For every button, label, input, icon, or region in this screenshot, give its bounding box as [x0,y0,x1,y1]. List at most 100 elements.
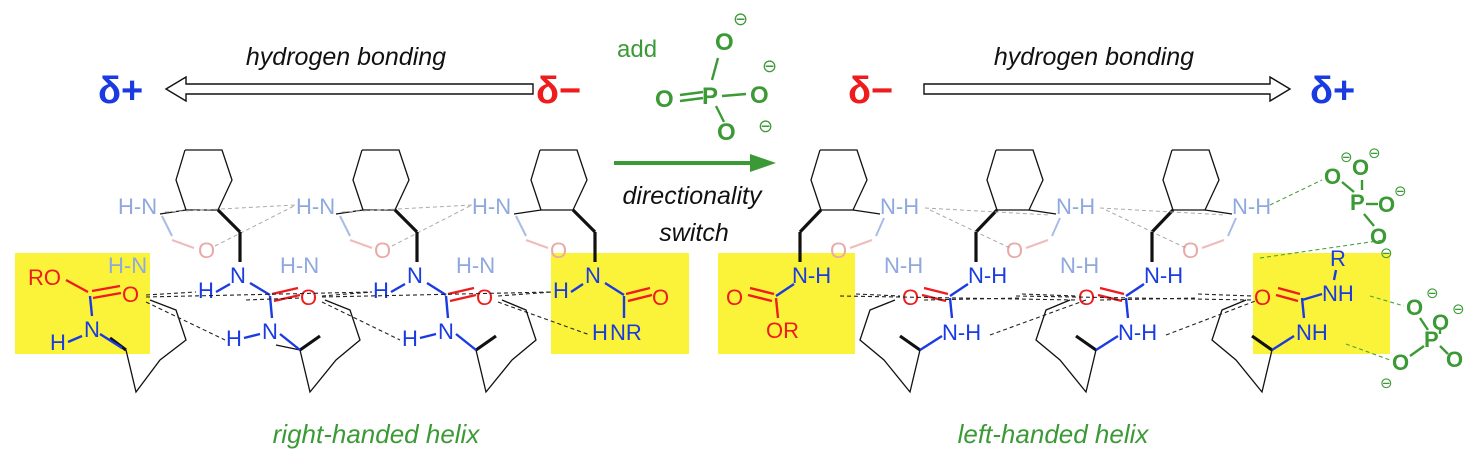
left-carbamate-cap: RO O N H [28,265,139,355]
svg-text:RO: RO [28,265,61,290]
svg-text:H: H [373,278,389,303]
svg-text:⊖: ⊖ [762,56,777,76]
front-urea: N-H O N-H [902,232,1007,352]
right-helix: N-H O N-H N-H O N-H N-H O N-H [726,145,1465,394]
faded-urea: H-N O H-N [456,194,567,278]
svg-text:O: O [715,29,734,56]
svg-text:NR: NR [610,320,642,345]
faded-urea: N-H O N-H [1006,194,1099,278]
svg-text:O: O [830,238,847,263]
svg-text:O: O [550,238,567,263]
svg-text:NH: NH [1296,320,1328,345]
svg-text:H: H [553,278,569,303]
svg-text:⊖: ⊖ [1426,285,1439,302]
svg-text:O: O [122,282,139,307]
bound-phosphate-bottom: O P O O O ⊖ ⊖ ⊖ [1345,285,1465,392]
svg-text:O: O [300,285,317,310]
front-urea: N H O N H [373,232,493,351]
svg-text:H-N: H-N [472,194,511,219]
svg-text:O: O [198,238,215,263]
left-hbond-arrow [164,75,534,103]
svg-text:OR: OR [766,318,799,343]
svg-text:H: H [50,330,66,355]
svg-text:N-H: N-H [942,320,981,345]
svg-text:N-H: N-H [968,263,1007,288]
cyclohexane-lower [1035,299,1097,394]
right-end-urea: R NH O NH [1254,246,1354,352]
right-end-highlight [1253,253,1390,354]
right-cap-highlight [718,253,855,354]
svg-text:O: O [750,82,769,109]
svg-text:H: H [402,326,418,351]
svg-text:O: O [1370,224,1387,249]
svg-text:O: O [1392,350,1409,375]
svg-text:H: H [198,278,214,303]
svg-text:O: O [1352,155,1369,180]
svg-text:O: O [476,285,493,310]
cyclohexane-lower [859,299,921,394]
faded-urea: H-N O H-N [280,194,391,278]
faded-urea: N-H O N-H [830,194,923,278]
svg-text:N-H: N-H [1060,253,1099,278]
svg-text:O: O [726,285,743,310]
right-helix-label: left-handed helix [958,419,1150,449]
cyclohexane-lower [109,299,187,394]
svg-text:N-H: N-H [884,253,923,278]
cyclohexane-upper [159,149,242,234]
faded-urea: H-N O H-N [108,194,215,278]
switch-arrow [614,154,776,172]
svg-text:O: O [1446,347,1463,372]
svg-text:O: O [655,86,674,113]
svg-text:⊖: ⊖ [1394,183,1407,200]
svg-text:N-H: N-H [1118,320,1157,345]
svg-text:⊖: ⊖ [733,9,748,29]
faded-urea: N-H O [1182,194,1271,263]
cyclohexane-upper [1150,149,1233,234]
left-end-urea: N-H N H O H NR [553,232,669,345]
svg-text:H-N: H-N [456,253,495,278]
svg-text:N: N [585,263,601,288]
right-delta-plus: δ+ [1310,70,1355,112]
bound-phosphate-top: O P O O O ⊖ ⊖ ⊖ ⊖ [1259,145,1407,262]
svg-text:O: O [1006,238,1023,263]
cyclohexane-upper [798,149,881,234]
right-arrow-label: hydrogen bonding [994,43,1194,71]
cyclohexane-lower [475,299,537,394]
left-helix-label: right-handed helix [273,419,481,449]
phosphate-reagent: O O P O O ⊖ ⊖ ⊖ [655,9,777,146]
add-label: add [617,36,657,63]
svg-text:⊖: ⊖ [1340,149,1353,166]
svg-text:N-H: N-H [1056,194,1095,219]
svg-text:H-N: H-N [118,194,157,219]
svg-text:H: H [592,320,608,345]
right-delta-minus: δ− [848,70,893,112]
svg-text:N: N [230,263,246,288]
cyclohexane-upper [335,149,419,234]
cyclohexane-upper [513,149,597,234]
front-urea: N H O N H [198,232,317,351]
svg-text:O: O [374,238,391,263]
svg-text:⊖: ⊖ [1368,145,1381,162]
svg-text:N: N [438,319,454,344]
svg-text:H-N: H-N [280,253,319,278]
svg-text:O: O [1432,310,1449,335]
front-urea: N-H O N-H [1078,232,1183,352]
svg-text:O: O [1378,192,1395,217]
svg-text:H-N: H-N [108,253,147,278]
svg-text:H-N: H-N [296,194,335,219]
svg-text:NH: NH [1322,281,1354,306]
svg-text:O: O [652,285,669,310]
svg-text:R: R [1330,246,1346,271]
cyclohexane-lower [1211,299,1273,394]
svg-text:N-H: N-H [1144,263,1183,288]
left-delta-plus: δ+ [98,70,143,112]
left-arrow-label: hydrogen bonding [246,43,446,71]
svg-text:N-H: N-H [1232,194,1271,219]
left-end-highlight [551,253,689,354]
svg-text:O: O [717,119,736,146]
svg-text:N: N [84,317,100,342]
left-helix: H-N O H-N H-N O H-N H-N O H-N RO [28,149,669,394]
cyclohexane-upper [974,149,1057,234]
svg-text:P: P [702,83,718,110]
